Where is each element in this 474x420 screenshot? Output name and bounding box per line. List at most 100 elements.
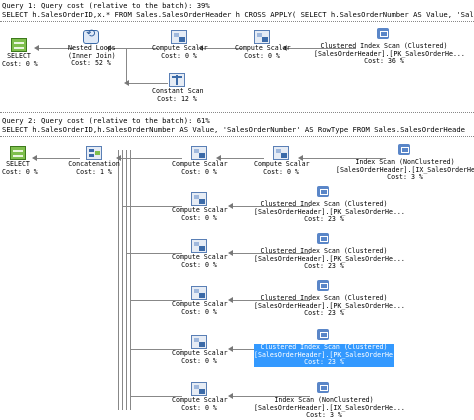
q2-wire-r2-scan	[230, 206, 310, 207]
query2-header: Query 2: Query cost (relative to the bat…	[0, 116, 474, 134]
q2-r1-compute-scalar-a[interactable]: Compute Scalar Cost: 0 %	[172, 146, 228, 176]
compute-scalar-icon	[273, 146, 289, 160]
node-label: Compute Scalar	[254, 160, 310, 168]
compute-scalar-icon	[191, 239, 207, 253]
node-label: Concatenation	[68, 160, 120, 168]
query-divider	[0, 112, 474, 113]
q2-r4-compute-scalar[interactable]: Compute Scalar Cost: 0 %	[172, 286, 228, 316]
node-object: [SalesOrderHeader].[PK_SalesOrderHe...	[314, 49, 465, 58]
node-cost: Cost: 0 %	[2, 167, 38, 176]
q2-r6-compute-scalar[interactable]: Compute Scalar Cost: 0 %	[172, 382, 228, 412]
q1-constant-scan-node[interactable]: Constant Scan Cost: 12 %	[152, 73, 204, 103]
index-scan-icon	[397, 144, 413, 158]
node-cost: Cost: 12 %	[157, 94, 197, 103]
q2-r2-compute-scalar[interactable]: Compute Scalar Cost: 0 %	[172, 192, 228, 222]
node-cost: Cost: 0 %	[161, 51, 197, 60]
q2-wire-concat-r6	[130, 396, 182, 397]
node-label: Index Scan (NonClustered)	[274, 396, 374, 404]
q2-r3-compute-scalar[interactable]: Compute Scalar Cost: 0 %	[172, 239, 228, 269]
node-label: Constant Scan	[152, 87, 204, 95]
q2-r5-compute-scalar[interactable]: Compute Scalar Cost: 0 %	[172, 335, 228, 365]
nested-loops-icon	[83, 30, 99, 44]
q2-arrow-r3	[228, 250, 233, 256]
q1-wire-scalar1-scalar2	[200, 48, 242, 49]
select-icon	[11, 38, 27, 52]
node-object: [SalesOrderHeader].[PK_SalesOrderHe...	[254, 301, 405, 310]
concatenation-icon	[86, 146, 102, 160]
node-cost: Cost: 0 %	[263, 167, 299, 176]
q2-r1-index-scan[interactable]: Index Scan (NonClustered) [SalesOrderHea…	[336, 144, 474, 182]
node-cost: Cost: 36 %	[364, 57, 404, 66]
q2-wire-r4-scan	[230, 300, 310, 301]
q1-compute-scalar-1-node[interactable]: Compute Scalar Cost: 0 %	[152, 30, 208, 60]
node-label: Clustered Index Scan (Clustered)	[260, 247, 388, 255]
q2-wire-concat-r3	[126, 253, 182, 254]
node-cost: Cost: 0 %	[2, 59, 38, 68]
q1-clustered-index-scan-node[interactable]: Clustered Index Scan (Clustered) [SalesO…	[314, 28, 465, 66]
node-cost: Cost: 23 %	[304, 215, 344, 224]
q2-r3-clustered-index-scan[interactable]: Clustered Index Scan (Clustered) [SalesO…	[254, 233, 405, 271]
clustered-index-scan-icon	[316, 280, 332, 294]
node-label: Compute Scalar	[172, 349, 228, 357]
clustered-index-scan-icon	[376, 28, 392, 42]
q2-r5-clustered-index-scan-selected[interactable]: Clustered Index Scan (Clustered) [SalesO…	[254, 329, 405, 367]
node-label: Compute Scalar	[172, 253, 228, 261]
q2-wire-concat-r1	[118, 158, 182, 159]
q1-wire-nested-scalar1	[108, 48, 158, 49]
query1-sql: SELECT h.SalesOrderID,x.* FROM Sales.Sal…	[2, 10, 474, 19]
q1-arrow-scalar2-cis	[282, 45, 287, 51]
q2-trunk-4	[130, 150, 131, 410]
q2-arrow-select-concat	[32, 155, 37, 161]
node-object: [SalesOrderHeader].[IX_SalesOrderHe...	[336, 165, 474, 174]
q2-concatenation-node[interactable]: Concatenation Cost: 1 %	[68, 146, 120, 176]
clustered-index-scan-icon	[316, 186, 332, 200]
node-cost: Cost: 3 %	[306, 411, 342, 420]
node-cost: Cost: 0 %	[181, 213, 217, 222]
q2-arrow-r6	[228, 393, 233, 399]
node-label: Index Scan (NonClustered)	[355, 158, 455, 166]
query1-header: Query 1: Query cost (relative to the bat…	[0, 1, 474, 19]
node-cost: Cost: 0 %	[181, 260, 217, 269]
q1-wire-nested-const-h	[126, 83, 168, 84]
q2-select-node[interactable]: SELECT Cost: 0 %	[2, 146, 38, 176]
q1-wire-nested-const-v	[126, 48, 127, 83]
q1-select-node[interactable]: SELECT Cost: 0 %	[2, 38, 38, 68]
q1-nested-loops-node[interactable]: Nested Loops (Inner Join) Cost: 52 %	[68, 30, 116, 68]
node-label: Clustered Index Scan (Clustered)	[260, 294, 388, 302]
node-cost: Cost: 23 %	[304, 309, 344, 318]
q2-wire-r1-a-b	[218, 158, 264, 159]
q2-wire-r3-scan	[230, 253, 310, 254]
node-label: Compute Scalar	[172, 300, 228, 308]
q2-r6-index-scan[interactable]: Index Scan (NonClustered) [SalesOrderHea…	[254, 382, 405, 420]
q2-r4-clustered-index-scan[interactable]: Clustered Index Scan (Clustered) [SalesO…	[254, 280, 405, 318]
q1-arrow-select-nested	[34, 45, 39, 51]
q2-arrow-r1-b-scan	[298, 155, 303, 161]
q1-arrow-scalar1-scalar2	[198, 45, 203, 51]
node-cost: Cost: 0 %	[181, 403, 217, 412]
q2-r2-clustered-index-scan[interactable]: Clustered Index Scan (Clustered) [SalesO…	[254, 186, 405, 224]
node-label: Compute Scalar	[152, 44, 208, 52]
node-label: SELECT	[7, 52, 31, 60]
node-cost: Cost: 0 %	[244, 51, 280, 60]
node-label: SELECT	[6, 160, 30, 168]
q2-arrow-r1	[116, 155, 121, 161]
q2-wire-concat-r4	[130, 300, 182, 301]
q1-compute-scalar-2-node[interactable]: Compute Scalar Cost: 0 %	[235, 30, 291, 60]
query2-divider	[0, 136, 474, 137]
query1-divider	[0, 21, 474, 22]
q2-wire-r6-scan	[230, 396, 310, 397]
q2-wire-r1-b-scan	[300, 158, 386, 159]
node-label: Compute Scalar	[172, 396, 228, 404]
compute-scalar-icon	[171, 30, 187, 44]
index-scan-icon	[316, 382, 332, 396]
node-object: [SalesOrderHeader].[PK_SalesOrderHe...	[254, 207, 405, 216]
compute-scalar-icon	[191, 286, 207, 300]
q2-arrow-r1-a-b	[216, 155, 221, 161]
q2-r1-compute-scalar-b[interactable]: Compute Scalar Cost: 0 %	[254, 146, 310, 176]
q2-arrow-r4	[228, 297, 233, 303]
q2-trunk-3	[126, 150, 127, 410]
clustered-index-scan-icon	[316, 233, 332, 247]
node-label: Compute Scalar	[235, 44, 291, 52]
q2-trunk-1	[118, 150, 119, 410]
node-object: [SalesOrderHeader].[PK_SalesOrderHe...	[254, 254, 405, 263]
